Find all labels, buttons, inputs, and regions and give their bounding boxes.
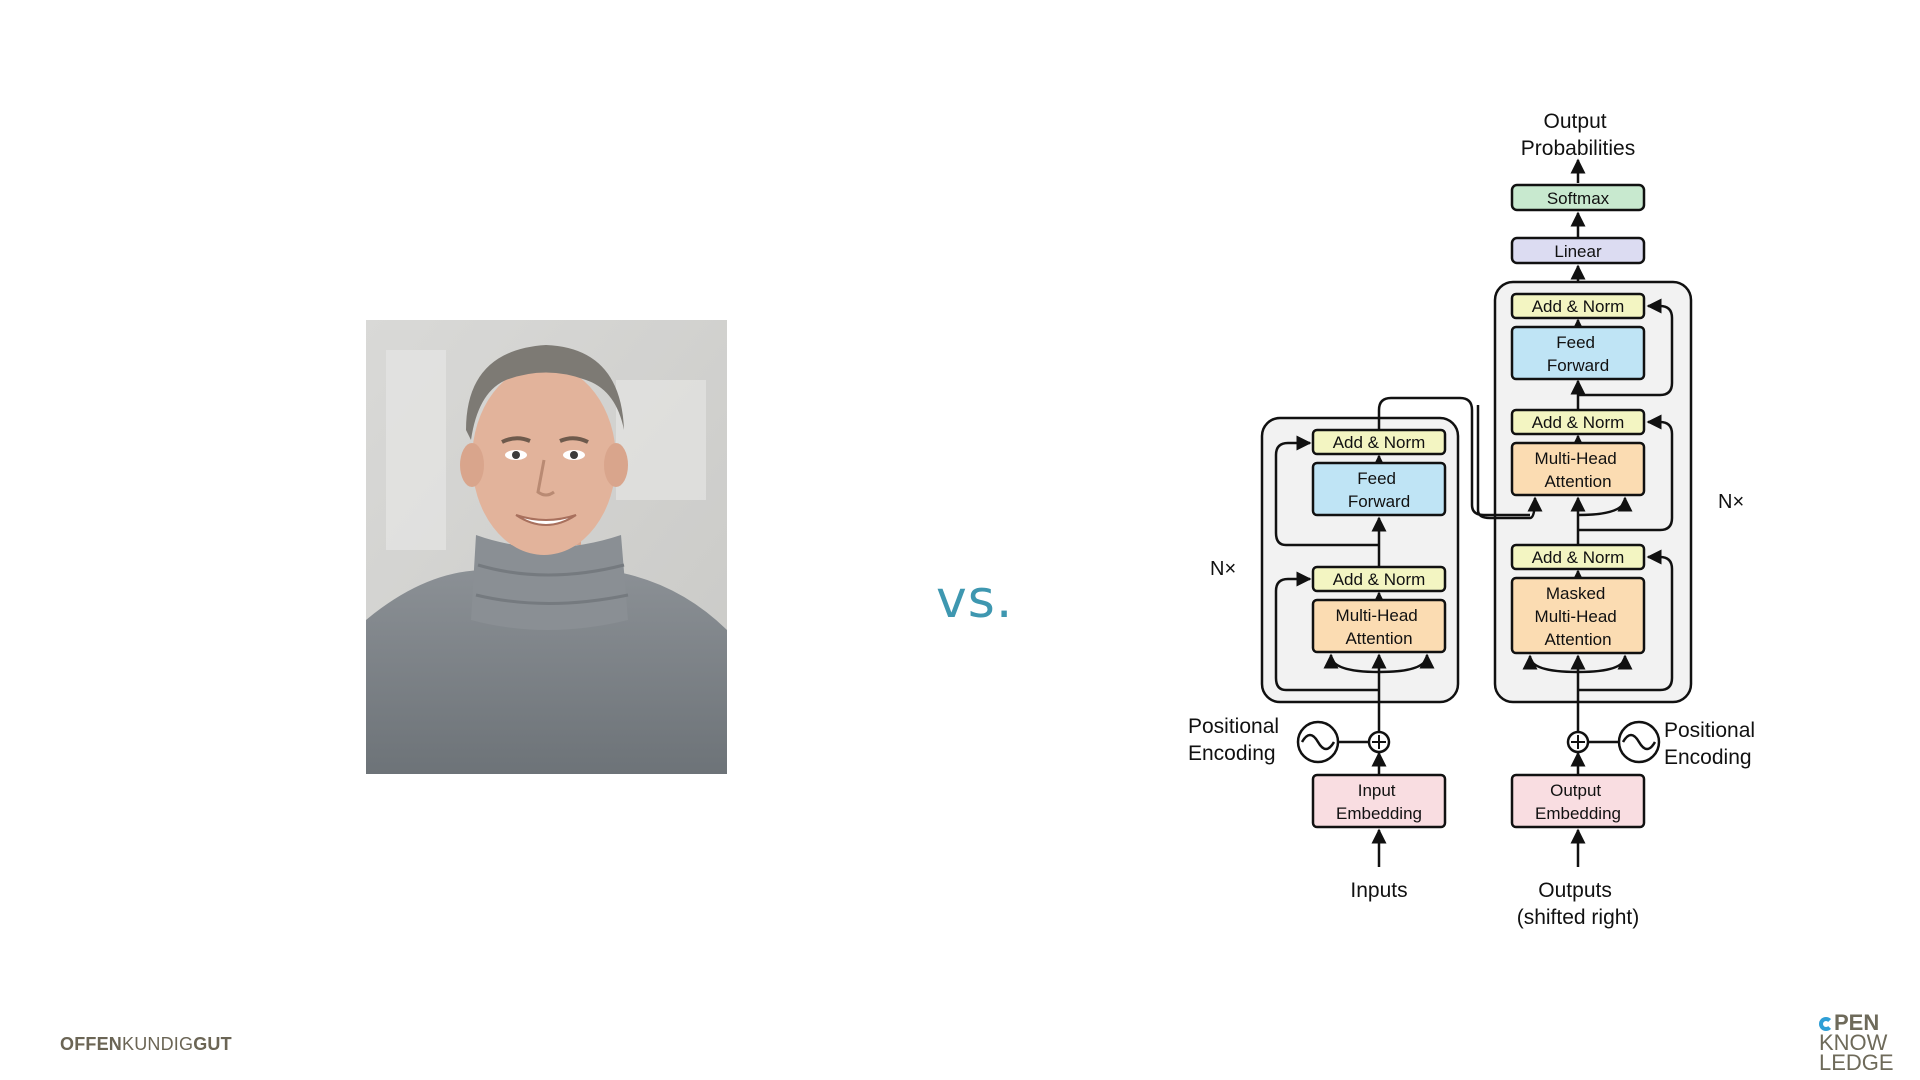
output-probabilities-label: Output Probabilities [1521, 110, 1635, 160]
footer-brand-offenkundiggut: OFFENKUNDIGGUT [60, 1034, 232, 1054]
inputs-label: Inputs [1350, 879, 1407, 902]
outputs-label: Outputs (shifted right) [1517, 879, 1640, 929]
decoder-nx-label: N× [1718, 491, 1744, 513]
encoder-block [1260, 416, 1460, 704]
decoder-positional-encoding-label: Positional Encoding [1664, 719, 1761, 769]
decoder-masked-multi-head-attention [1510, 576, 1646, 655]
decoder-feed-forward [1510, 325, 1646, 381]
svg-text:Feed Forward: Feed Forward [1348, 469, 1410, 511]
encoder-positional-encoding-label: Positional Encoding [1188, 715, 1285, 765]
linear-box [1510, 236, 1646, 265]
encoder-add-norm-1 [1311, 565, 1447, 593]
decoder-multi-head-attention [1510, 441, 1646, 497]
svg-text:Multi-Head Attention: Multi-Head Attention [1535, 449, 1622, 491]
linear-label: Linear [1554, 242, 1602, 261]
output-embedding-box [1510, 773, 1646, 829]
softmax-box [1510, 183, 1646, 212]
svg-text:Multi-Head Attention: Multi-Head Attention [1336, 606, 1423, 648]
encoder-feed-forward [1311, 461, 1447, 517]
softmax-label: Softmax [1547, 189, 1610, 208]
vs-label: vs. [936, 570, 1014, 630]
logo-o-icon [1819, 1017, 1833, 1031]
svg-text:Input Embedding: Input Embedding [1336, 781, 1422, 823]
encoder-nx-label: N× [1210, 558, 1236, 580]
svg-text:Add & Norm: Add & Norm [1532, 297, 1625, 316]
svg-text:Add & Norm: Add & Norm [1532, 548, 1625, 567]
input-embedding-box [1311, 773, 1447, 829]
decoder-add-norm-2 [1510, 408, 1646, 436]
svg-text:Add & Norm: Add & Norm [1333, 570, 1426, 589]
encoder-multi-head-attention [1311, 598, 1447, 654]
decoder-add-norm-1 [1510, 543, 1646, 571]
open-knowledge-logo: PEN KNOW LEDGE [1819, 1010, 1894, 1075]
portrait-photo [366, 320, 727, 774]
svg-text:Masked Multi-Head Atte: Masked Multi-Head Attention [1535, 584, 1622, 649]
svg-text:Output Embedding: Output Embedding [1535, 781, 1621, 823]
svg-text:Add & Norm: Add & Norm [1333, 433, 1426, 452]
svg-text:Add & Norm: Add & Norm [1532, 413, 1625, 432]
svg-text:Feed Forward: Feed Forward [1547, 333, 1609, 375]
decoder-add-norm-3 [1510, 292, 1646, 320]
